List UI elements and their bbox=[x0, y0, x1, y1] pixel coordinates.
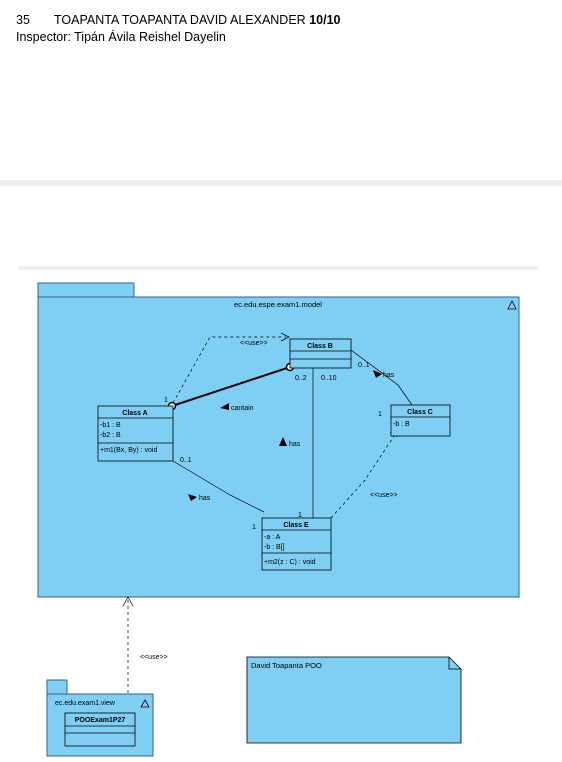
class-name: Class B bbox=[307, 343, 333, 350]
class-name: Class A bbox=[122, 410, 147, 417]
note[interactable]: David Toapanta POO bbox=[246, 656, 462, 744]
class-a[interactable]: Class A -b1 : B -b2 : B +m1(Bx, By) : vo… bbox=[97, 405, 174, 462]
triangle-icon bbox=[507, 300, 517, 310]
class-name: Class C bbox=[407, 409, 433, 416]
student-number: 35 bbox=[16, 13, 30, 27]
note-text: David Toapanta POO bbox=[251, 661, 322, 670]
multiplicity: 0..1 bbox=[180, 457, 192, 464]
use-label: <<use>> bbox=[370, 492, 398, 499]
class-c[interactable]: Class C -b : B bbox=[390, 404, 451, 437]
class-poo-exam[interactable]: POOExam1P27 bbox=[64, 712, 136, 747]
model-package-name: ec.edu.espe.exam1.model bbox=[234, 300, 322, 309]
multiplicity: 0..2 bbox=[295, 375, 307, 382]
separator bbox=[18, 266, 538, 270]
header: 35 TOAPANTA TOAPANTA DAVID ALEXANDER 10/1… bbox=[16, 12, 340, 46]
class-b[interactable]: Class B bbox=[289, 338, 352, 369]
multiplicity: 1 bbox=[252, 524, 256, 531]
student-score: 10/10 bbox=[309, 13, 341, 27]
direction-arrow-icon bbox=[220, 403, 229, 410]
has-label: has bbox=[383, 372, 395, 379]
use-label: <<use>> bbox=[140, 654, 168, 661]
student-name: TOAPANTA TOAPANTA DAVID ALEXANDER bbox=[54, 13, 306, 27]
multiplicity: 0..10 bbox=[321, 375, 337, 382]
class-attribute: -b : B bbox=[393, 421, 410, 428]
use-dependency-a-b bbox=[172, 336, 286, 404]
separator bbox=[0, 180, 562, 186]
class-attribute: -b2 : B bbox=[100, 432, 121, 439]
multiplicity: 1 bbox=[378, 411, 382, 418]
inspector-line: Inspector: Tipán Ávila Reishel Dayelin bbox=[16, 30, 226, 44]
class-operation: +m2(z : C) : void bbox=[264, 559, 316, 566]
student-line: 35 TOAPANTA TOAPANTA DAVID ALEXANDER 10/1… bbox=[16, 12, 340, 29]
multiplicity: 1 bbox=[164, 397, 168, 404]
has-label: has bbox=[289, 441, 301, 448]
view-package-tab bbox=[46, 679, 68, 695]
has-association-a-e bbox=[172, 460, 265, 513]
class-e[interactable]: Class E -a : A -b : B[] +m2(z : C) : voi… bbox=[261, 517, 332, 571]
class-attribute: -b : B[] bbox=[264, 544, 285, 551]
direction-arrow-icon bbox=[279, 437, 287, 446]
contain-association bbox=[171, 366, 291, 407]
class-operation: +m1(Bx, By) : void bbox=[100, 447, 157, 454]
arrow-head-icon bbox=[122, 596, 134, 607]
model-package-tab bbox=[37, 282, 135, 298]
direction-arrow-icon bbox=[188, 494, 197, 501]
triangle-icon bbox=[140, 699, 150, 708]
arrow-head-icon bbox=[280, 332, 290, 342]
view-package-name: ec.edu.exam1.view bbox=[55, 700, 116, 707]
has-association-b-c bbox=[350, 349, 413, 406]
use-label: <<use>> bbox=[240, 340, 268, 347]
class-attribute: -a : A bbox=[264, 534, 281, 541]
class-name: POOExam1P27 bbox=[75, 717, 126, 724]
multiplicity: 1 bbox=[298, 512, 302, 519]
has-label: has bbox=[199, 495, 211, 502]
multiplicity: 0..1 bbox=[358, 362, 370, 369]
use-dependency-e-c bbox=[330, 429, 399, 519]
class-attribute: -b1 : B bbox=[100, 422, 121, 429]
class-name: Class E bbox=[283, 522, 309, 529]
contain-label: cantain bbox=[231, 405, 254, 412]
direction-arrow-icon bbox=[373, 370, 382, 378]
